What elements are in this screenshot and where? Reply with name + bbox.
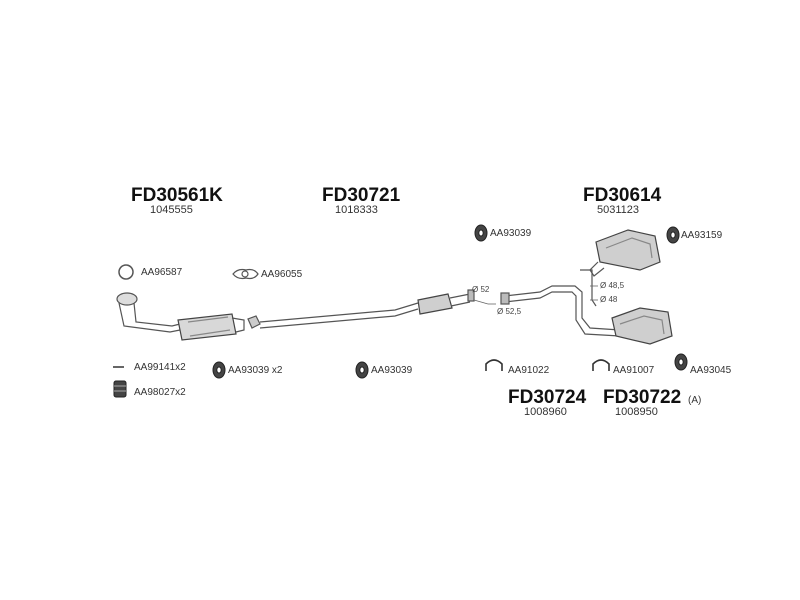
label-mount-rear: AA93045 [690,365,732,376]
mount-rear-top-icon [666,226,680,244]
label-mount-front: AA93039 x2 [228,365,283,376]
dimension-d1: Ø 52 [472,285,490,294]
rear-silencer-lower [611,307,673,345]
assembly-number-middle: 1018333 [335,204,378,216]
clamp-1-icon [485,359,503,371]
label-mount-middle: AA93039 [371,365,413,376]
rear-silencer-top [589,229,661,277]
assembly-code-lower-left: FD30724 [508,387,587,408]
flange-gasket-icon [232,268,259,280]
assembly-number-lower-right: 1008950 [615,406,658,418]
middle-pipe-silencer [247,289,475,329]
mount-rear-icon [674,353,688,371]
assembly-code-middle: FD30721 [322,185,401,206]
front-pipe-catalyst [116,292,245,341]
label-flange-gasket: AA96055 [261,269,303,280]
spring-icon [113,380,127,398]
assembly-number-front: 1045555 [150,204,193,216]
dimension-d4: Ø 48 [600,295,618,304]
assembly-suffix-lower-right: (A) [688,395,702,406]
assembly-code-rear: FD30614 [583,185,662,206]
label-mount-top: AA93039 [490,228,532,239]
gasket-ring-icon [118,264,134,280]
label-bolt: AA99141x2 [134,362,186,373]
mount-front-icon [212,361,226,379]
label-gasket-ring: AA96587 [141,267,183,278]
dimension-d2: Ø 52,5 [497,307,522,316]
clamp-2-icon [592,359,610,371]
assembly-number-rear: 5031123 [597,204,640,216]
assembly-code-front: FD30561K [131,185,223,206]
label-clamp-1: AA91022 [508,365,550,376]
mount-top-icon [474,224,488,242]
dimension-d3: Ø 48,5 [600,281,625,290]
mount-middle-icon [355,361,369,379]
rear-pipe [500,269,621,337]
label-spring: AA98027x2 [134,387,186,398]
label-clamp-2: AA91007 [613,365,655,376]
label-mount-rear-top: AA93159 [681,230,723,241]
assembly-code-lower-right: FD30722 [603,387,682,408]
assembly-number-lower-left: 1008960 [524,406,567,418]
